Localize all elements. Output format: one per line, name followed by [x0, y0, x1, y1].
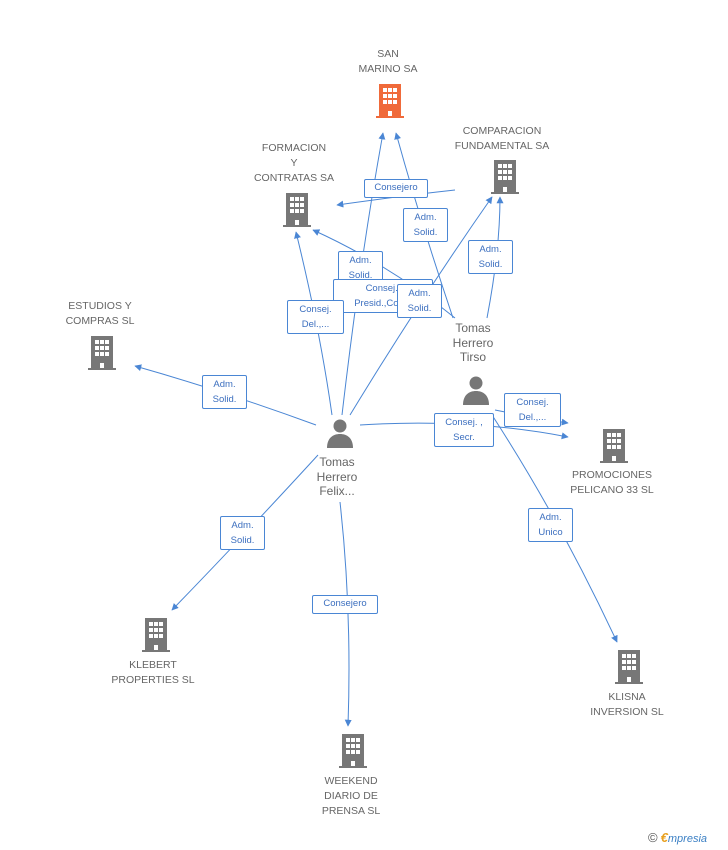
relation-label-adm-solid-d[interactable]: Adm. Solid.: [397, 284, 442, 318]
relation-label-adm-unico[interactable]: Adm. Unico: [528, 508, 573, 542]
brand-e-icon: €: [660, 830, 668, 845]
company-label-weekend[interactable]: WEEKEND DIARIO DE PRENSA SL: [321, 775, 381, 817]
person-label-tirso[interactable]: Tomas Herrero Tirso: [452, 321, 494, 364]
relation-label-consejero-weekend[interactable]: Consejero: [312, 595, 378, 614]
building-icon-comparacion[interactable]: [490, 160, 520, 194]
company-label-klisna[interactable]: KLISNA INVERSION SL: [590, 691, 664, 718]
person-icon-felix[interactable]: [325, 418, 355, 448]
relation-label-adm-solid-estudios[interactable]: Adm. Solid.: [202, 375, 247, 409]
relation-label-adm-solid-c[interactable]: Adm. Solid.: [468, 240, 513, 274]
copyright-symbol: ©: [648, 830, 658, 845]
relation-label-adm-solid-klebert[interactable]: Adm. Solid.: [220, 516, 265, 550]
company-label-klebert[interactable]: KLEBERT PROPERTIES SL: [111, 659, 195, 686]
edge-felix-weekend: [339, 501, 352, 727]
building-icon-klisna[interactable]: [614, 650, 644, 684]
person-label-felix[interactable]: Tomas Herrero Felix...: [316, 455, 358, 498]
company-label-comparacion[interactable]: COMPARACION FUNDAMENTAL SA: [454, 125, 550, 152]
person-icon-tirso[interactable]: [461, 375, 491, 405]
building-icon-san-marino[interactable]: [376, 84, 404, 118]
building-icon-estudios[interactable]: [87, 336, 117, 370]
relation-label-consejero-top[interactable]: Consejero: [364, 179, 428, 198]
building-icon-promociones[interactable]: [599, 429, 629, 463]
relation-label-adm-solid-a[interactable]: Adm. Solid.: [403, 208, 448, 242]
company-label-estudios[interactable]: ESTUDIOS Y COMPRAS SL: [65, 300, 135, 327]
building-icon-formacion[interactable]: [282, 193, 312, 227]
building-icon-weekend[interactable]: [338, 734, 368, 768]
relation-label-consej-secr[interactable]: Consej. , Secr.: [434, 413, 494, 447]
company-label-formacion[interactable]: FORMACION Y CONTRATAS SA: [253, 142, 335, 184]
company-label-promociones[interactable]: PROMOCIONES PELICANO 33 SL: [570, 469, 654, 496]
building-icon-klebert[interactable]: [141, 618, 171, 652]
relation-label-consej-del-right[interactable]: Consej. Del.,...: [504, 393, 561, 427]
company-label-san-marino[interactable]: SAN MARINO SA: [358, 48, 418, 75]
brand-logo[interactable]: © €mpresia: [648, 830, 707, 845]
brand-name: mpresia: [667, 833, 708, 845]
relation-label-consej-del-left[interactable]: Consej. Del.,...: [287, 300, 344, 334]
